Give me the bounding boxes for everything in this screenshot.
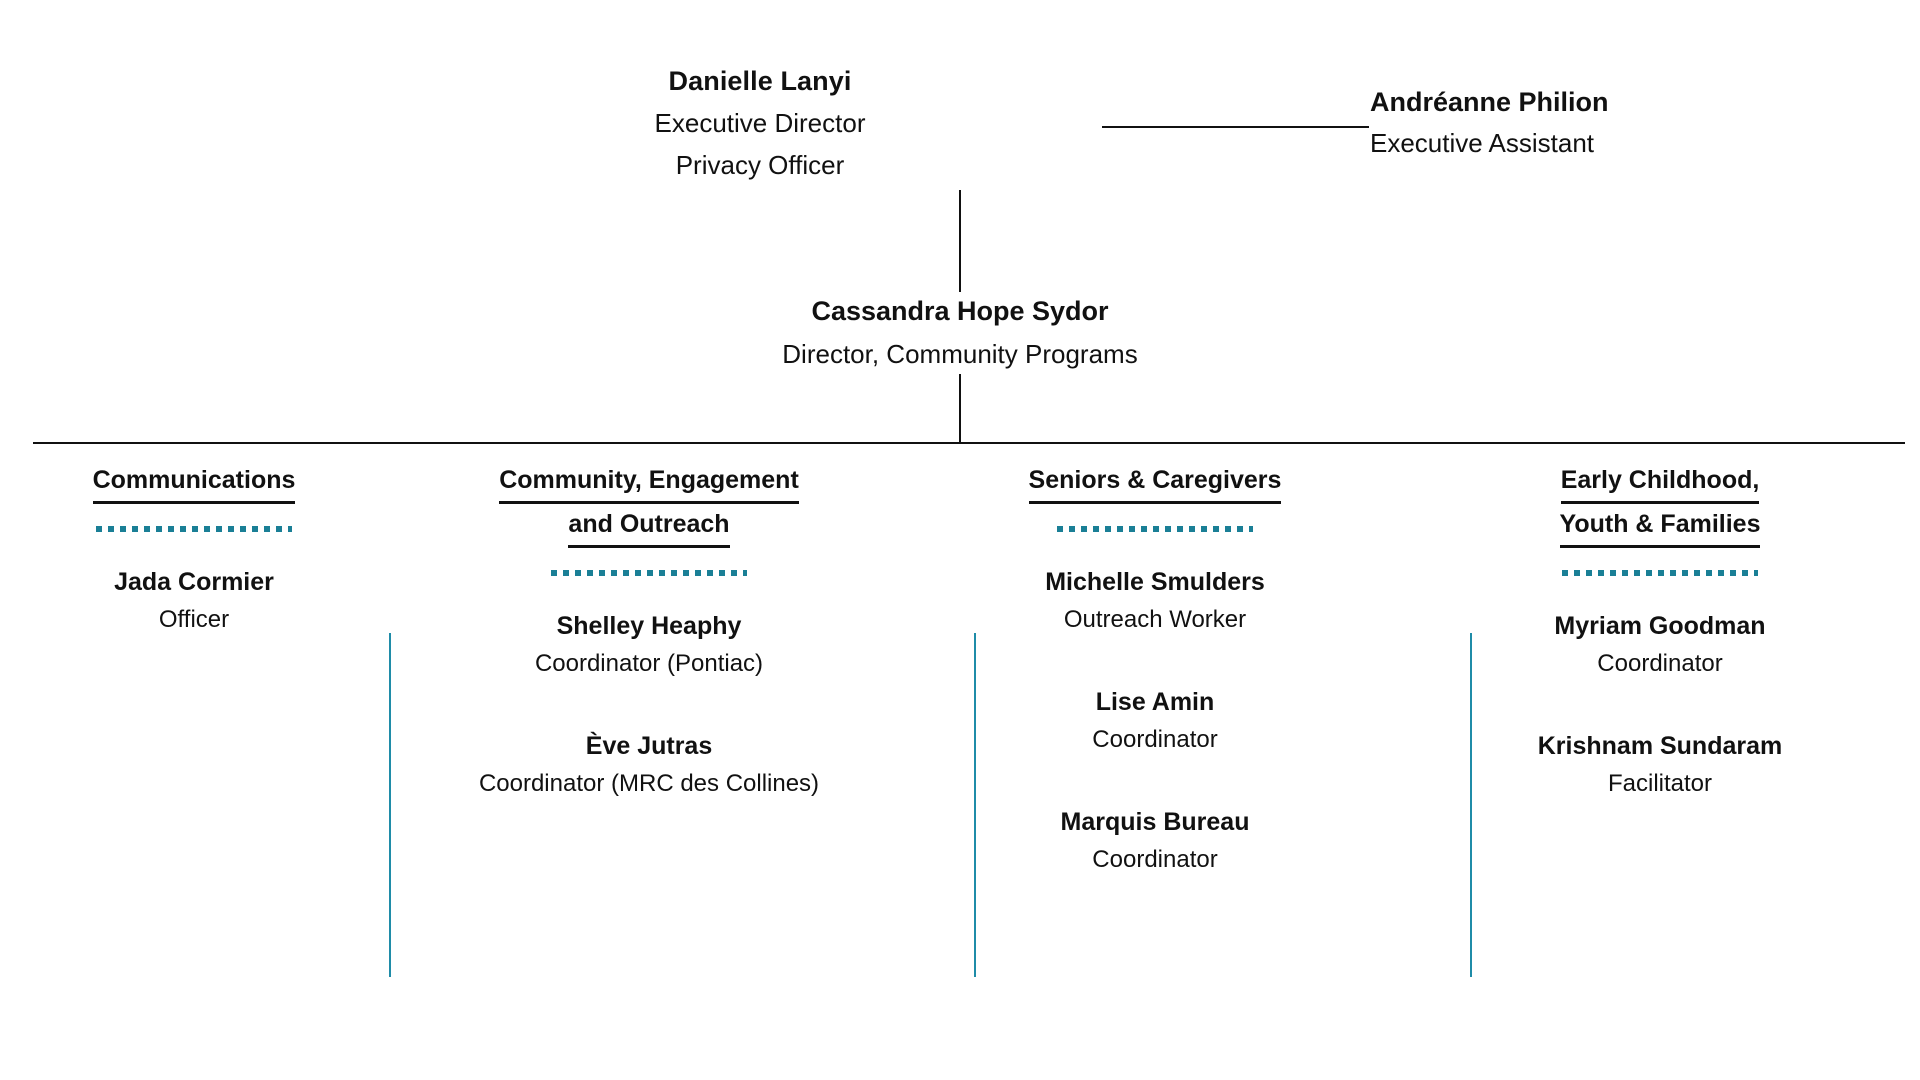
staff-name: Krishnam Sundaram [1537, 732, 1783, 760]
column-separator-1 [389, 633, 391, 977]
staff-list-seniors-caregivers: Michelle Smulders Outreach Worker Lise A… [920, 564, 1390, 878]
node-executive-assistant: Andréanne Philion Executive Assistant [1370, 82, 1790, 164]
department-header-early-childhood-youth-families: Early Childhood, [1410, 460, 1910, 504]
department-column-early-childhood-youth-families: Early Childhood, Youth & Families Myriam… [1400, 460, 1920, 802]
staff-entry: Jada Cormier Officer [10, 564, 378, 638]
dotted-divider-icon [1057, 526, 1253, 532]
staff-title: Officer [158, 606, 230, 633]
node-executive-director: Danielle Lanyi Executive Director Privac… [560, 60, 960, 186]
staff-title: Coordinator [1092, 726, 1218, 753]
connector-executive-to-director [959, 190, 961, 292]
department-column-seniors-caregivers: Seniors & Caregivers Michelle Smulders O… [910, 460, 1400, 878]
staff-name: Myriam Goodman [1554, 612, 1766, 640]
executive-director-name: Danielle Lanyi [668, 66, 852, 96]
connector-director-to-departments [959, 374, 961, 444]
dotted-divider-icon [551, 570, 747, 576]
dotted-divider-icon [1562, 570, 1758, 576]
dotted-divider-icon [96, 526, 292, 532]
staff-name: Lise Amin [1095, 688, 1215, 716]
department-header-community-engagement-outreach-line2: and Outreach [398, 504, 900, 548]
staff-name: Shelley Heaphy [556, 612, 742, 640]
staff-name: Ève Jutras [585, 732, 713, 760]
staff-title: Outreach Worker [1063, 606, 1247, 633]
executive-assistant-role: Executive Assistant [1370, 128, 1594, 158]
staff-entry: Ève Jutras Coordinator (MRC des Collines… [398, 728, 900, 802]
executive-assistant-name: Andréanne Philion [1370, 87, 1609, 117]
department-header-early-childhood-youth-families-line2: Youth & Families [1410, 504, 1910, 548]
executive-director-role-line-2: Privacy Officer [675, 150, 845, 180]
staff-entry: Michelle Smulders Outreach Worker [920, 564, 1390, 638]
director-role: Director, Community Programs [782, 339, 1138, 369]
department-column-community-engagement-outreach: Community, Engagement and Outreach Shell… [388, 460, 910, 802]
department-header-line-1: Early Childhood, [1560, 460, 1760, 504]
staff-title: Coordinator [1092, 846, 1218, 873]
staff-entry: Myriam Goodman Coordinator [1410, 608, 1910, 682]
staff-title: Coordinator (Pontiac) [534, 650, 764, 677]
staff-list-community-engagement-outreach: Shelley Heaphy Coordinator (Pontiac) Ève… [398, 608, 900, 802]
staff-entry: Krishnam Sundaram Facilitator [1410, 728, 1910, 802]
executive-director-role-line-1: Executive Director [654, 108, 866, 138]
column-separator-2 [974, 633, 976, 977]
department-header-community-engagement-outreach: Community, Engagement [398, 460, 900, 504]
staff-name: Michelle Smulders [1045, 568, 1265, 596]
department-header-line-1: Communications [92, 460, 296, 504]
director-name: Cassandra Hope Sydor [811, 296, 1109, 326]
column-separator-3 [1470, 633, 1472, 977]
staff-list-communications: Jada Cormier Officer [10, 564, 378, 638]
staff-list-early-childhood-youth-families: Myriam Goodman Coordinator Krishnam Sund… [1410, 608, 1910, 802]
staff-entry: Marquis Bureau Coordinator [920, 804, 1390, 878]
staff-title: Facilitator [1607, 770, 1713, 797]
connector-executive-to-assistant [1102, 126, 1369, 128]
node-director-community-programs: Cassandra Hope Sydor Director, Community… [560, 290, 1360, 376]
staff-title: Coordinator (MRC des Collines) [478, 770, 820, 797]
department-header-line-2: Youth & Families [1559, 504, 1761, 548]
department-header-communications: Communications [10, 460, 378, 504]
staff-title: Coordinator [1597, 650, 1723, 677]
department-bus-bar [33, 442, 1905, 444]
department-header-line-1: Community, Engagement [499, 460, 799, 504]
department-header-seniors-caregivers: Seniors & Caregivers [920, 460, 1390, 504]
staff-name: Jada Cormier [114, 568, 274, 596]
department-column-communications: Communications Jada Cormier Officer [0, 460, 388, 638]
staff-entry: Lise Amin Coordinator [920, 684, 1390, 758]
staff-name: Marquis Bureau [1060, 808, 1250, 836]
department-columns: Communications Jada Cormier Officer Comm… [0, 460, 1920, 878]
department-header-line-2: and Outreach [568, 504, 730, 548]
staff-entry: Shelley Heaphy Coordinator (Pontiac) [398, 608, 900, 682]
department-header-line-1: Seniors & Caregivers [1028, 460, 1282, 504]
